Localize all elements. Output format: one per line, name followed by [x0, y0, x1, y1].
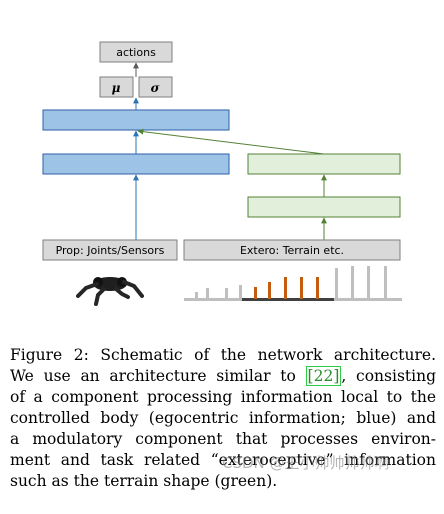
caption-line-1: Figure 2: Schematic of the network archi… — [10, 346, 436, 364]
mu-label: μ — [112, 81, 121, 95]
caption-line-2-text: We use an architecture similar to — [10, 367, 306, 385]
actions-box: actions — [99, 41, 173, 63]
watermark: CSDN @王小帅帅帅帅啊 — [222, 454, 390, 472]
prop-label: Prop: Joints/Sensors — [56, 244, 165, 257]
green-box-bottom — [247, 196, 401, 218]
architecture-diagram: actions μ σ Prop: Joints/Sensors Extero:… — [42, 41, 402, 306]
actions-label: actions — [116, 46, 156, 59]
caption-line-3: of a component processing information lo… — [10, 388, 436, 406]
prop-input-box: Prop: Joints/Sensors — [42, 239, 178, 261]
terrain-bars — [184, 266, 402, 301]
caption-line-7: such as the terrain shape (green). — [10, 472, 278, 490]
caption-line-2: We use an architecture similar to [22], … — [10, 366, 436, 387]
caption-line-2-tail: , consisting — [341, 367, 437, 385]
robot-spider-icon — [76, 277, 144, 306]
extero-label: Extero: Terrain etc. — [240, 244, 344, 257]
figure-caption: Figure 2: Schematic of the network archi… — [10, 345, 436, 492]
caption-line-6: ment and task related “exteroceptive” in… — [10, 451, 436, 469]
blue-box-top — [42, 109, 230, 131]
mu-box: μ — [99, 76, 134, 98]
citation-link[interactable]: [22] — [305, 366, 342, 386]
arrow-green-to-blue — [137, 128, 325, 155]
green-box-top — [247, 153, 401, 175]
caption-line-4: controlled body (egocentric information;… — [10, 409, 436, 427]
sigma-box: σ — [138, 76, 173, 98]
caption-line-5: a modulatory component that processes en… — [10, 430, 436, 448]
sigma-label: σ — [151, 81, 160, 95]
extero-input-box: Extero: Terrain etc. — [183, 239, 401, 261]
blue-box-bottom — [42, 153, 230, 175]
